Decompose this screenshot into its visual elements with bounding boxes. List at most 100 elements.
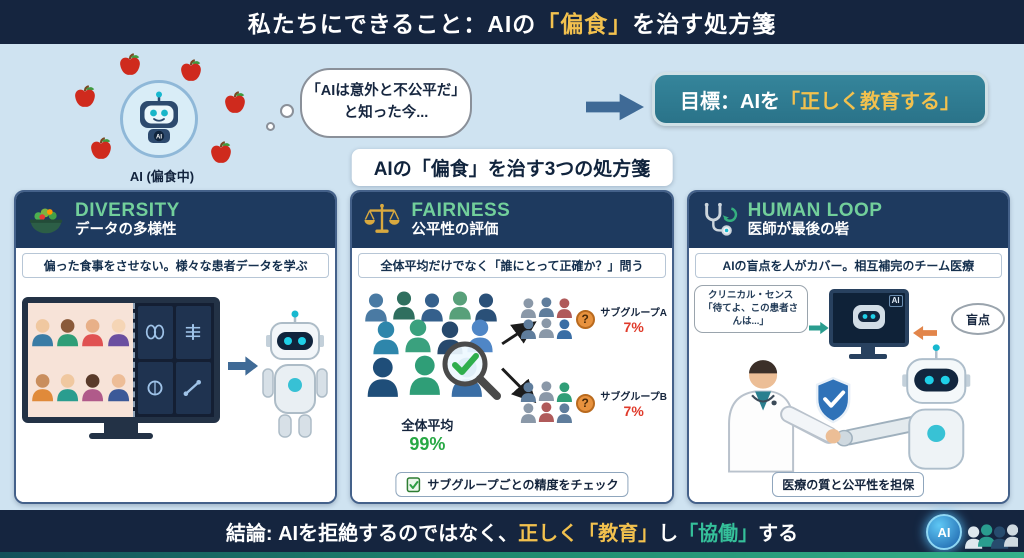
ai-brain-badge: AI [926,514,962,550]
medical-scans-panel [132,303,214,417]
card-fairness-header: FAIRNESS 公平性の評価 [352,192,672,248]
conclusion-bar: 結論: AIを拒絶するのではなく、正しく「教育」し「協働」する [0,510,1024,552]
bottom-accent-strip [0,552,1024,558]
card-title-en: HUMAN LOOP [747,199,883,221]
checklist-icon [406,477,421,493]
medical-team-icons [964,524,1018,549]
header-title-suffix: を治す処方箋 [632,11,777,37]
ai-monitor: AI [828,289,909,347]
overall-label: 全体平均 [401,418,454,433]
apple-icon [180,59,202,82]
goal-prefix: 目標：AIを [680,90,780,113]
diverse-patients-collage [28,303,133,417]
thought-dot [280,104,294,118]
subgroup-b: ? サブグループB 7% [519,381,670,425]
doctor-robot-handshake-scene [727,344,970,473]
magnifier-check-icon [442,341,502,400]
apple-icon [224,91,246,114]
monitor-stand [860,347,875,354]
card-fairness-content: 全体平均 99% ? [352,281,672,502]
conclusion-collaboration: 「協働」 [678,522,759,545]
human-loop-footer-box: 医療の質と公平性を担保 [772,472,925,497]
section-title: AIの「偏食」を治す3つの処方箋 [351,149,673,186]
goal-box: 目標：AIを「正しく教育する」 [652,72,988,126]
question-badge: ? [575,309,595,329]
xray-scan-tile [175,361,211,414]
robot-avatar: AI [120,80,198,158]
xray-scan-tile [137,361,173,414]
clinical-sense-bubble: クリニカル・センス 「待てよ、この患者さんは...」 [693,285,808,334]
conclusion-middle: し [658,522,679,545]
card-human-loop-content: クリニカル・センス 「待てよ、この患者さんは...」 AI 盲点 [688,281,1008,502]
subgroup-a-cluster-icon [520,297,572,339]
subgroup-b-cluster-icon [520,381,572,423]
speech-line-1: 「AIは意外と不公平だ」 [306,83,466,100]
xray-scan-tile [175,306,211,359]
subgroup-b-label: サブグループB [600,391,667,403]
card-diversity-subtitle: 偏った食事をさせない。様々な患者データを学ぶ [22,253,330,278]
arrow-right-icon [586,93,644,121]
prescription-cards: DIVERSITY データの多様性 偏った食事をさせない。様々な患者データを学ぶ [14,190,1010,504]
clinical-sense-line2: 「待てよ、この患者さんは...」 [703,302,799,327]
question-badge: ? [575,393,595,413]
speech-line-2: と知った今... [343,105,429,121]
card-human-loop-subtitle: AIの盲点を人がカバー。相互補完のチーム医療 [694,253,1002,278]
stethoscope-icon [699,200,739,240]
ai-screen-robot-face [852,305,885,329]
header-bar: 私たちにできること：AIの「偏食」を治す処方箋 [0,0,1024,44]
clinical-sense-line1: クリニカル・センス [708,290,794,301]
subgroup-b-value: 7% [623,402,644,419]
card-diversity-header: DIVERSITY データの多様性 [16,192,336,248]
header-title-highlight: 「偏食」 [536,11,633,37]
header-title-prefix: 私たちにできること：AIの [247,11,537,37]
subgroup-a: ? サブグループA 7% [519,297,670,341]
robot-caption: AI (偏食中) [129,169,195,184]
monitor-stand [104,423,138,433]
patient-data-monitor [22,297,220,423]
subgroup-a-labels: サブグループA 7% [598,304,670,335]
fairness-footer-text: サブグループごとの精度をチェック [427,478,619,492]
robot-icon: AI [140,91,178,143]
card-diversity-content [16,281,336,502]
card-title-ja: データの多様性 [75,221,177,238]
blind-spot-bubble: 盲点 [950,303,1005,335]
arrow-right-icon [228,356,258,376]
conclusion-education: 正しく「教育」 [518,522,659,545]
card-fairness-subtitle: 全体平均だけでなく「誰にとって正確か？」問う [358,253,666,278]
subgroup-b-labels: サブグループB 7% [598,388,670,419]
card-fairness-titles: FAIRNESS 公平性の評価 [411,199,511,239]
card-title-ja: 医師が最後の砦 [747,221,850,238]
subgroup-a-label: サブグループA [600,307,667,319]
goal-highlight: 「正しく教育する」 [780,90,960,113]
monitor-stand-base [89,433,153,439]
apple-icon [90,137,112,160]
card-title-en: DIVERSITY [75,199,180,221]
xray-scan-tile [137,306,173,359]
card-diversity-titles: DIVERSITY データの多様性 [75,199,180,239]
monitor-stand-base [848,354,887,359]
conclusion-suffix: する [758,522,799,545]
salad-bowl-icon [26,200,66,240]
biased-ai-illustration: AI AI (偏食中) [62,52,262,190]
ai-chip-label: AI [888,295,903,308]
card-human-loop: HUMAN LOOP 医師が最後の砦 AIの盲点を人がカバー。相互補完のチーム医… [686,190,1010,504]
overall-accuracy: 全体平均 99% [362,415,492,455]
fairness-footer-box: サブグループごとの精度をチェック [395,472,629,497]
speech-bubble: 「AIは意外と不公平だ」 と知った今... [300,68,472,138]
svg-text:AI: AI [156,135,162,141]
card-diversity: DIVERSITY データの多様性 偏った食事をさせない。様々な患者データを学ぶ [14,190,338,504]
apple-icon [74,85,96,108]
card-human-loop-header: HUMAN LOOP 医師が最後の砦 [688,192,1008,248]
card-title-ja: 公平性の評価 [411,221,499,238]
conclusion-prefix: 結論: AIを拒絶するのではなく、 [225,522,519,545]
human-loop-footer-text: 医療の質と公平性を担保 [782,478,915,492]
card-human-loop-titles: HUMAN LOOP 医師が最後の砦 [747,199,883,239]
subgroup-a-value: 7% [623,318,644,335]
apple-icon [119,53,141,76]
overall-value: 99% [409,434,446,454]
card-title-en: FAIRNESS [411,199,511,221]
balance-scales-icon [362,200,402,240]
apple-icon [210,141,232,164]
learning-robot-icon [262,310,329,438]
